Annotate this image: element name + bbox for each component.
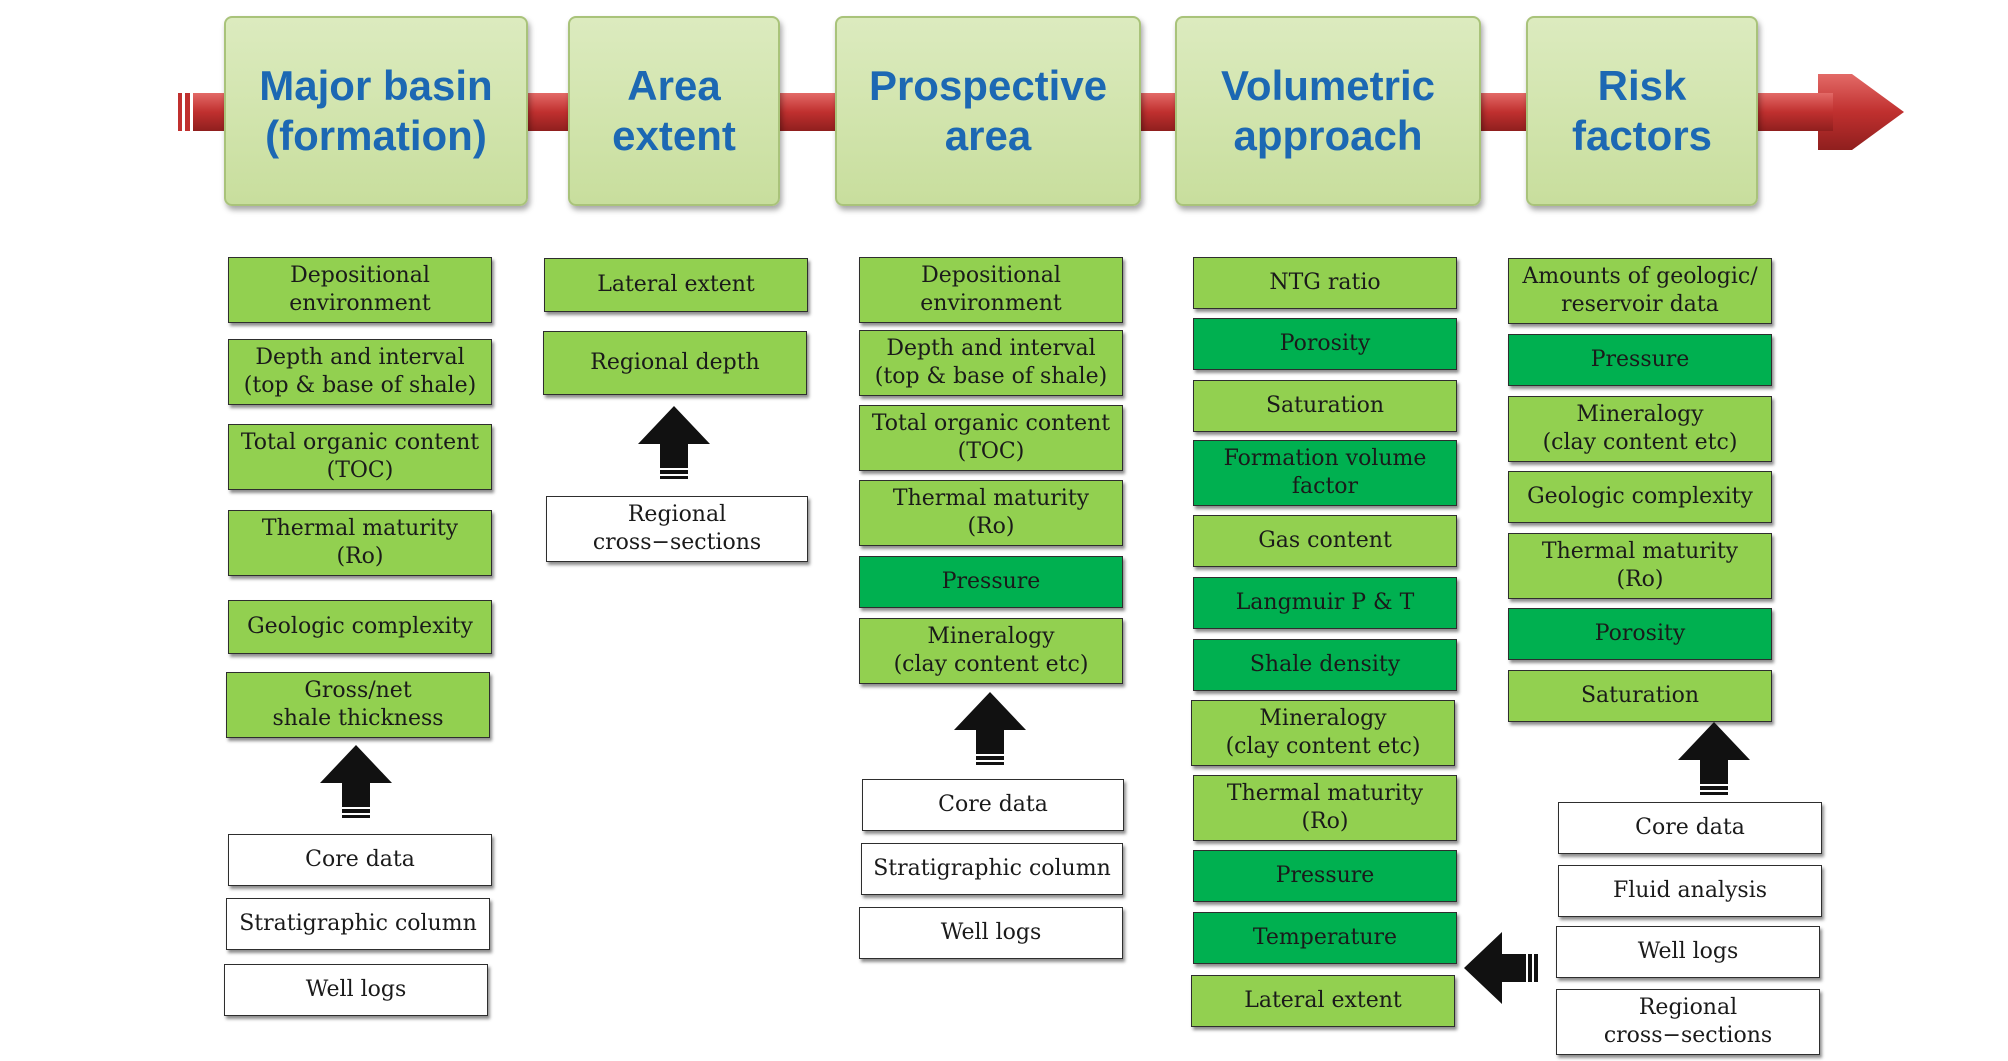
left-arrow-icon [1464,932,1538,1004]
risk-factor-source: Regional cross−sections [1556,989,1820,1055]
risk-factor-input: Thermal maturity (Ro) [1508,533,1772,599]
major-basin-input: Thermal maturity (Ro) [228,510,492,576]
major-basin-source: Stratigraphic column [226,898,490,950]
area-extent-source: Regional cross−sections [546,496,808,562]
risk-factor-input: Amounts of geologic/ reservoir data [1508,258,1772,324]
volumetric-input: Lateral extent [1191,975,1455,1027]
stage-prospective-area: Prospective area [835,16,1141,206]
prospective-area-input: Total organic content (TOC) [859,405,1123,471]
prospective-area-input: Depth and interval (top & base of shale) [859,330,1123,396]
volumetric-input: Langmuir P & T [1193,577,1457,629]
risk-factor-source: Well logs [1556,926,1820,978]
volumetric-input: Formation volume factor [1193,440,1457,506]
volumetric-input: Saturation [1193,380,1457,432]
up-arrow-icon [638,406,710,479]
major-basin-source: Core data [228,834,492,886]
risk-factor-input: Saturation [1508,670,1772,722]
major-basin-source: Well logs [224,964,488,1016]
area-extent-input: Lateral extent [544,258,808,312]
major-basin-input: Depth and interval (top & base of shale) [228,339,492,405]
volumetric-input: Temperature [1193,912,1457,964]
risk-factor-source: Fluid analysis [1558,865,1822,917]
up-arrow-icon [954,692,1026,765]
volumetric-input: Shale density [1193,639,1457,691]
risk-factor-input: Mineralogy (clay content etc) [1508,396,1772,462]
major-basin-input: Gross/net shale thickness [226,672,490,738]
stage-major-basin: Major basin (formation) [224,16,528,206]
risk-factor-input: Geologic complexity [1508,471,1772,523]
stage-risk-factors: Risk factors [1526,16,1758,206]
risk-factor-source: Core data [1558,802,1822,854]
major-basin-input: Geologic complexity [228,600,492,654]
prospective-area-source: Core data [862,779,1124,831]
stage-volumetric-approach: Volumetric approach [1175,16,1481,206]
prospective-area-input: Thermal maturity (Ro) [859,480,1123,546]
up-arrow-icon [320,745,392,818]
prospective-area-source: Well logs [859,907,1123,959]
prospective-area-input: Depositional environment [859,257,1123,323]
stage-area-extent: Area extent [568,16,780,206]
volumetric-input: Thermal maturity (Ro) [1193,775,1457,841]
risk-factor-input: Porosity [1508,608,1772,660]
major-basin-input: Total organic content (TOC) [228,424,492,490]
volumetric-input: NTG ratio [1193,257,1457,309]
volumetric-input: Mineralogy (clay content etc) [1191,700,1455,766]
volumetric-input: Pressure [1193,850,1457,902]
area-extent-input: Regional depth [543,331,807,395]
prospective-area-input: Pressure [859,556,1123,608]
major-basin-input: Depositional environment [228,257,492,323]
volumetric-input: Gas content [1193,515,1457,567]
prospective-area-source: Stratigraphic column [861,843,1123,895]
prospective-area-input: Mineralogy (clay content etc) [859,618,1123,684]
risk-factor-input: Pressure [1508,334,1772,386]
volumetric-input: Porosity [1193,318,1457,370]
up-arrow-icon [1678,722,1750,795]
